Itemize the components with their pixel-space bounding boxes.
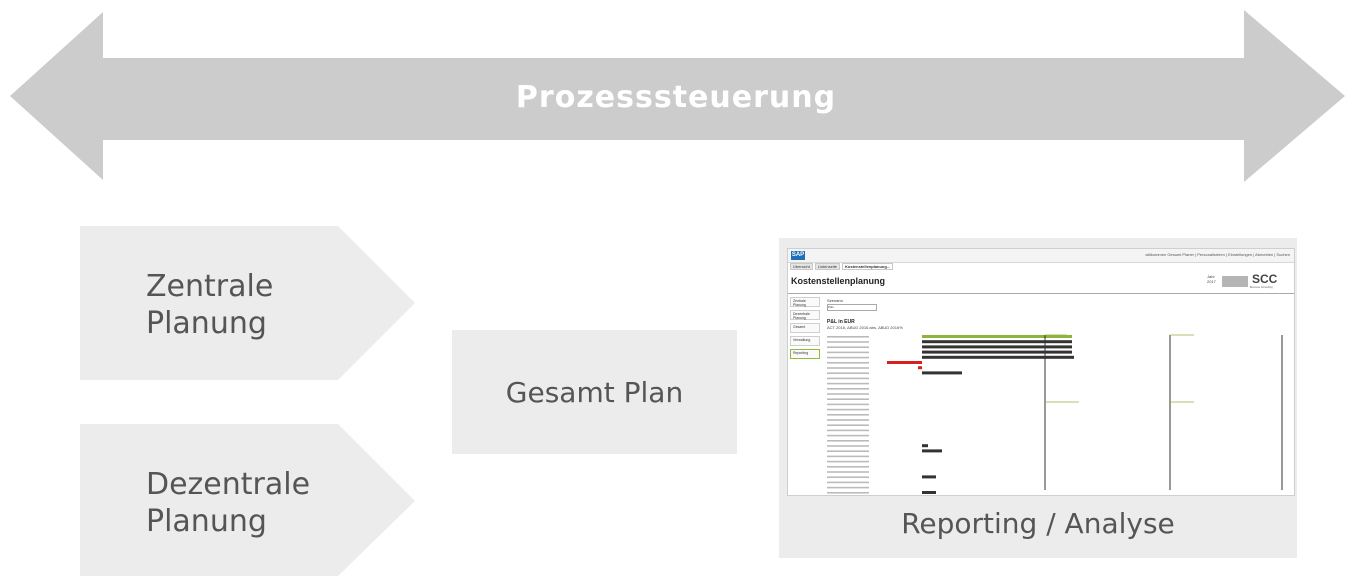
row-label-line: [827, 492, 869, 494]
screenshot-topbar: SAP willkommen Gesamt Planer | Personali…: [788, 249, 1294, 263]
dezentral-chevron: [80, 424, 415, 576]
scc-logo-sub: Business Consulting: [1250, 286, 1273, 289]
gesamt-plan-box: [452, 330, 737, 454]
sidebar-item[interactable]: Verwaltung: [790, 336, 820, 346]
report-select[interactable]: Plan: [827, 304, 877, 311]
report-label: Szenario: [827, 298, 843, 303]
scc-logo: SCC: [1252, 272, 1278, 286]
sidebar-item[interactable]: Dezentrale Planung: [790, 310, 820, 320]
row-label-line: [827, 434, 869, 437]
sidebar-item[interactable]: Reporting: [790, 349, 820, 359]
row-label-line: [827, 414, 869, 416]
row-label-line: [827, 341, 869, 343]
dezentral-line1: Dezentrale: [146, 467, 311, 502]
mini-bar: [922, 340, 1072, 344]
screenshot-year: Jahr 2017: [1207, 274, 1216, 284]
mini-bar: [922, 355, 1074, 359]
screenshot-user-bar: willkommen Gesamt Planer | Personalisier…: [1145, 252, 1290, 257]
row-label-line: [827, 471, 869, 473]
mini-bar: [922, 449, 942, 453]
reporting-label: Reporting / Analyse: [901, 507, 1175, 540]
screenshot-tab[interactable]: Listenseite: [814, 263, 841, 270]
mini-bar: [922, 475, 936, 479]
dezentral-planning-label: Dezentrale Planung: [146, 466, 310, 540]
row-label-line: [827, 424, 869, 426]
screenshot-title: Kostenstellenplanung: [791, 276, 886, 286]
mini-bar: [922, 444, 928, 448]
screenshot-sidebar: Zentrale Planung Dezentrale Planung Gesa…: [790, 297, 820, 362]
row-label-line: [827, 455, 869, 458]
row-label-line: [827, 481, 869, 484]
screenshot-tabs: Übersicht Listenseite Kostenstellenplanu…: [790, 263, 894, 270]
mini-pl-chart: P&L in EUR ACT 2016, ΔBUD 2016 abs, ΔBUD…: [827, 319, 1283, 494]
zentral-line1: Zentrale: [146, 269, 274, 304]
zentral-line2: Planung: [146, 306, 267, 341]
row-label-line: [827, 382, 869, 385]
mini-bar: [887, 361, 922, 364]
row-label-line: [827, 403, 869, 406]
mini-bar: [918, 366, 922, 370]
screenshot-divider: [788, 293, 1294, 294]
row-label-line: [827, 460, 869, 463]
sidebar-item[interactable]: Zentrale Planung: [790, 297, 820, 307]
screenshot-tab[interactable]: Kostenstellenplanung...: [842, 263, 894, 270]
year-select[interactable]: 2017: [1207, 279, 1216, 284]
row-label-line: [827, 450, 869, 452]
mini-chart-bars: [827, 334, 1283, 494]
planning-chevrons: [80, 226, 415, 576]
row-label-line: [827, 377, 869, 380]
sap-logo: SAP: [791, 251, 805, 260]
row-label-line: [827, 367, 869, 369]
logo-box: [1222, 276, 1248, 287]
row-label-line: [827, 476, 869, 478]
row-label-line: [827, 336, 869, 338]
sidebar-item[interactable]: Gesamt: [790, 323, 820, 333]
row-label-line: [827, 356, 869, 359]
row-label-line: [827, 445, 869, 447]
row-label-line: [827, 466, 869, 468]
row-label-line: [827, 388, 869, 390]
row-label-line: [827, 440, 869, 442]
row-label-line: [827, 408, 869, 411]
chart-heading: P&L in EUR: [827, 319, 855, 325]
row-label-line: [827, 429, 869, 432]
row-label-line: [827, 372, 869, 374]
screenshot-tab[interactable]: Übersicht: [790, 263, 813, 270]
gesamt-plan-label: Gesamt Plan: [505, 376, 684, 409]
year-label: Jahr: [1207, 274, 1215, 279]
row-label-line: [827, 398, 869, 400]
row-label-line: [827, 486, 869, 489]
mini-bar: [922, 345, 1072, 349]
mini-bar: [922, 491, 936, 494]
mini-bar: [922, 350, 1072, 354]
mini-bar: [922, 335, 1072, 338]
row-label-line: [827, 351, 869, 354]
chart-subheading: ACT 2016, ΔBUD 2016 abs, ΔBUD 2016%: [827, 325, 903, 330]
row-label-line: [827, 393, 869, 395]
dezentral-line2: Planung: [146, 504, 267, 539]
zentral-planning-label: Zentrale Planung: [146, 268, 273, 342]
zentral-chevron: [80, 226, 415, 380]
screenshot-content: Szenario Plan P&L in EUR ACT 2016, ΔBUD …: [822, 295, 1294, 495]
row-label-line: [827, 346, 869, 348]
process-double-arrow: [10, 10, 1345, 182]
row-label-line: [827, 419, 869, 421]
row-label-line: [827, 362, 869, 364]
reporting-screenshot: SAP willkommen Gesamt Planer | Personali…: [787, 248, 1295, 496]
process-arrow-label: Prozesssteuerung: [515, 80, 837, 115]
mini-bar: [922, 371, 962, 375]
